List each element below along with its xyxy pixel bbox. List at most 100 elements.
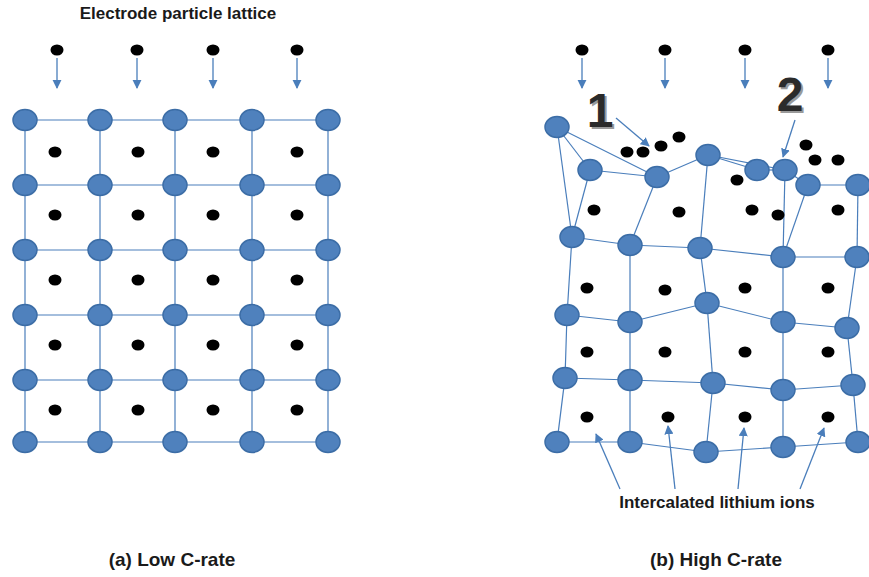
host-atom bbox=[545, 117, 569, 138]
host-atom bbox=[240, 370, 264, 391]
host-atom bbox=[316, 110, 340, 131]
lithium-ion bbox=[207, 405, 220, 416]
host-atom bbox=[645, 167, 669, 188]
host-atom bbox=[845, 247, 869, 268]
lithium-ion bbox=[662, 412, 675, 423]
host-atom bbox=[163, 305, 187, 326]
lattice-bond bbox=[174, 120, 175, 442]
host-atom bbox=[578, 160, 602, 181]
host-atom bbox=[163, 110, 187, 131]
lithium-ion bbox=[772, 210, 785, 221]
host-atom bbox=[618, 370, 642, 391]
lithium-ion bbox=[49, 275, 62, 286]
lithium-ion bbox=[131, 45, 144, 56]
host-atom bbox=[316, 370, 340, 391]
lattice-atoms bbox=[13, 110, 869, 463]
lithium-ion bbox=[132, 340, 145, 351]
lithium-ion bbox=[731, 175, 744, 186]
lithium-ion bbox=[207, 275, 220, 286]
host-atom bbox=[316, 175, 340, 196]
lattice-bond bbox=[567, 237, 572, 315]
lithium-ion bbox=[581, 283, 594, 294]
host-atom bbox=[618, 235, 642, 256]
lattice-bond bbox=[99, 120, 100, 442]
host-atom bbox=[771, 247, 795, 268]
lattice-bond bbox=[327, 120, 328, 442]
lithium-ion bbox=[581, 412, 594, 423]
lattice-bonds bbox=[25, 120, 858, 452]
host-atom bbox=[163, 432, 187, 453]
lithium-ion bbox=[49, 147, 62, 158]
host-atom bbox=[13, 110, 37, 131]
host-atom bbox=[694, 442, 718, 463]
lattice-bond bbox=[557, 127, 572, 237]
host-atom bbox=[240, 305, 264, 326]
callout-arrow bbox=[616, 118, 649, 146]
lithium-ion bbox=[746, 205, 759, 216]
host-atom bbox=[560, 227, 584, 248]
host-atom bbox=[163, 175, 187, 196]
lithium-ion bbox=[49, 210, 62, 221]
lithium-ion bbox=[291, 340, 304, 351]
host-atom bbox=[688, 238, 712, 259]
lithium-ion bbox=[822, 347, 835, 358]
lithium-ion bbox=[637, 147, 650, 158]
lithium-ion bbox=[207, 210, 220, 221]
host-atom bbox=[163, 370, 187, 391]
host-atom bbox=[796, 175, 820, 196]
lithium-ion bbox=[673, 132, 686, 143]
lattice-bond bbox=[251, 120, 252, 442]
host-atom bbox=[618, 312, 642, 333]
incoming-arrow bbox=[664, 58, 665, 88]
host-atom bbox=[696, 145, 720, 166]
lithium-ion bbox=[51, 45, 64, 56]
lithium-ion bbox=[581, 347, 594, 358]
lattice-bond bbox=[783, 185, 808, 257]
host-atom bbox=[701, 373, 725, 394]
lithium-ion bbox=[739, 347, 752, 358]
host-atom bbox=[618, 432, 642, 453]
lithium-ion bbox=[49, 405, 62, 416]
host-atom bbox=[240, 175, 264, 196]
lithium-ion bbox=[655, 141, 668, 152]
lithium-ion bbox=[809, 155, 822, 166]
host-atom bbox=[316, 305, 340, 326]
leader-arrow bbox=[800, 428, 824, 489]
lithium-ion bbox=[132, 210, 145, 221]
host-atom bbox=[771, 437, 795, 458]
host-atom bbox=[846, 175, 869, 196]
lithium-ion bbox=[49, 340, 62, 351]
host-atom bbox=[545, 432, 569, 453]
lithium-ion bbox=[291, 275, 304, 286]
lithium-ion bbox=[621, 147, 634, 158]
host-atom bbox=[163, 240, 187, 261]
callout-number: 1 bbox=[587, 83, 614, 138]
incoming-arrow bbox=[136, 58, 137, 88]
host-atom bbox=[13, 240, 37, 261]
host-atom bbox=[88, 305, 112, 326]
incoming-arrow bbox=[581, 58, 582, 88]
lithium-ion bbox=[659, 285, 672, 296]
host-atom bbox=[13, 305, 37, 326]
host-atom bbox=[88, 370, 112, 391]
lithium-ion bbox=[822, 283, 835, 294]
host-atom bbox=[555, 305, 579, 326]
callout-number: 2 bbox=[777, 67, 804, 122]
host-atom bbox=[771, 312, 795, 333]
callout-arrow bbox=[783, 120, 795, 157]
lithium-ion bbox=[291, 45, 304, 56]
host-atom bbox=[240, 240, 264, 261]
lithium-ion bbox=[739, 283, 752, 294]
lithium-ion bbox=[739, 412, 752, 423]
host-atom bbox=[316, 240, 340, 261]
lithium-ion bbox=[207, 45, 220, 56]
incoming-arrow bbox=[56, 58, 57, 88]
leader-arrow bbox=[668, 426, 675, 489]
lithium-ion bbox=[132, 147, 145, 158]
lithium-ion bbox=[659, 45, 672, 56]
host-atom bbox=[745, 160, 769, 181]
host-atom bbox=[13, 175, 37, 196]
lithium-ion bbox=[132, 405, 145, 416]
